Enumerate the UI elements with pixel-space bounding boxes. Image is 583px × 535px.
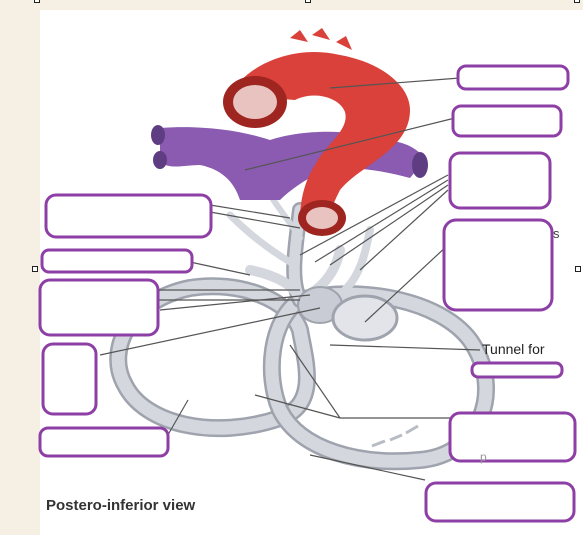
answer-box-4[interactable] [46,195,211,237]
view-caption: Postero-inferior view [46,497,195,514]
answer-box-7[interactable] [40,280,158,335]
answer-box-10[interactable] [450,413,575,461]
annulus-gaps [372,426,418,446]
answer-box-9[interactable] [472,363,562,377]
tunnel-label: Tunnel for [482,341,545,357]
answer-box-3[interactable] [450,153,550,208]
aorta [223,28,410,236]
partial-label-right: s [553,226,560,241]
answer-box-5[interactable] [444,220,552,310]
answer-box-8[interactable] [43,344,96,414]
answer-box-6[interactable] [42,250,192,272]
answer-box-2[interactable] [453,106,561,136]
answer-box-11[interactable] [40,428,168,456]
aortic-annulus [333,296,397,340]
partial-label-p: p [480,450,487,464]
answer-box-1[interactable] [458,66,568,89]
answer-box-12[interactable] [426,483,574,521]
